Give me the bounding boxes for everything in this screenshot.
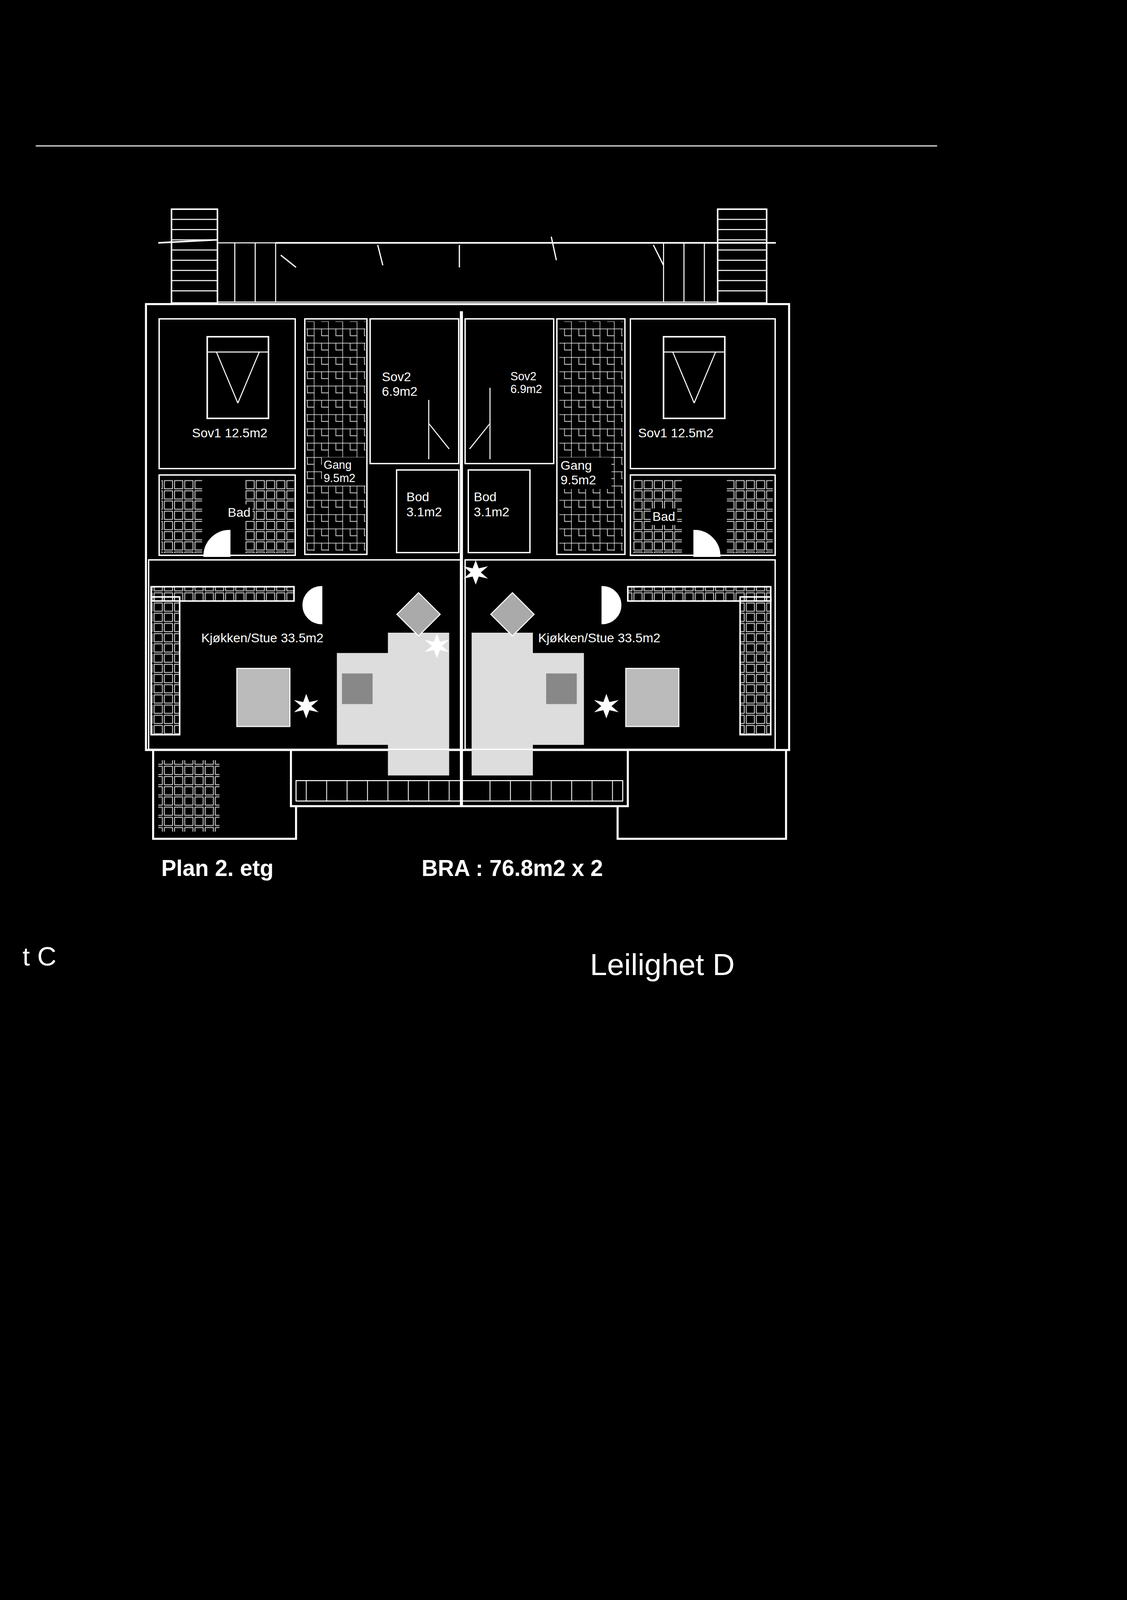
room-label: Bod 3.1m2 bbox=[404, 489, 458, 521]
bedroom-room: Sov2 6.9m2 bbox=[464, 318, 555, 465]
hallway-room: Gang 9.5m2 bbox=[304, 318, 368, 556]
storage-room: Bod 3.1m2 bbox=[395, 469, 460, 553]
bathroom-room: Bad bbox=[158, 474, 297, 557]
bedroom-room: Sov2 6.9m2 bbox=[369, 318, 460, 465]
bedroom-room: Sov1 12.5m2 bbox=[158, 318, 297, 470]
room-label: Bad bbox=[650, 508, 678, 526]
room-label: Sov1 12.5m2 bbox=[636, 425, 716, 442]
bathroom-room: Bad bbox=[629, 474, 776, 557]
room-label: Kjøkken/Stue 33.5m2 bbox=[199, 630, 326, 647]
room-label: Kjøkken/Stue 33.5m2 bbox=[536, 630, 663, 647]
room-label: Bod 3.1m2 bbox=[472, 489, 525, 521]
bedroom-room: Sov1 12.5m2 bbox=[629, 318, 776, 470]
room-label: Gang 9.5m2 bbox=[558, 457, 612, 489]
unit-label: Leilighet D bbox=[589, 947, 735, 983]
kitchen-living-room: Kjøkken/Stue 33.5m2 bbox=[147, 559, 462, 751]
kitchen-living-room: Kjøkken/Stue 33.5m2 bbox=[464, 559, 776, 751]
room-label: Bad bbox=[226, 504, 253, 522]
unit-label: t C bbox=[22, 941, 57, 972]
hallway-room: Gang 9.5m2 bbox=[556, 318, 626, 556]
room-label: Sov2 6.9m2 bbox=[508, 368, 553, 398]
storage-room: Bod 3.1m2 bbox=[467, 469, 532, 553]
room-label: Sov2 6.9m2 bbox=[379, 368, 445, 401]
plan-title: Plan 2. etg bbox=[161, 855, 274, 882]
area-note: BRA : 76.8m2 x 2 bbox=[421, 855, 603, 882]
room-label: Sov1 12.5m2 bbox=[190, 425, 270, 442]
room-label: Gang 9.5m2 bbox=[321, 457, 367, 486]
